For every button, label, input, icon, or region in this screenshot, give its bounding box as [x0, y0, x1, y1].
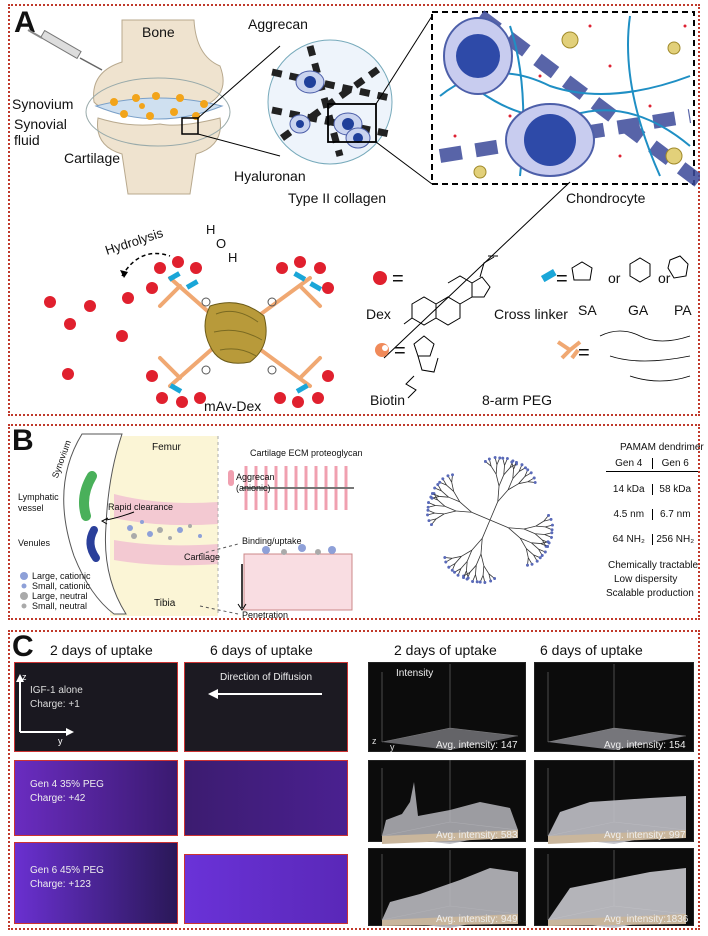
- table-cell: 14 kDa: [606, 484, 653, 495]
- avg-igf-6d: Avg. intensity: 154: [604, 740, 686, 751]
- syringe-icon: [27, 29, 103, 71]
- avg-gen6-2d: Avg. intensity: 949: [436, 914, 518, 925]
- legend-large-cationic: Large, cationic: [32, 571, 91, 581]
- direction-arrow: [208, 689, 322, 699]
- label-collagen: Type II collagen: [288, 190, 387, 206]
- prop-dispersity: Low dispersity: [614, 574, 678, 585]
- panel-c-label: C: [12, 630, 34, 663]
- pamam-table: Gen 4 Gen 6 14 kDa 58 kDa 4.5 nm 6.7 nm …: [606, 458, 698, 545]
- label-cartilage-b: Cartilage: [184, 552, 221, 562]
- legend-or-2: or: [658, 270, 671, 286]
- label-pamam: PAMAM dendrimer: [620, 442, 704, 453]
- label-hyaluronan: Hyaluronan: [234, 168, 306, 184]
- table-row: 4.5 nm 6.7 nm: [606, 495, 698, 520]
- eq-peg: =: [578, 342, 590, 364]
- label-venules: Venules: [18, 538, 51, 548]
- legend-small-neutral: Small, neutral: [32, 601, 88, 611]
- legend-small-cationic: Small, cationic: [32, 581, 91, 591]
- table-header-row: Gen 4 Gen 6: [606, 458, 698, 472]
- zy-axes-icon: [16, 674, 74, 736]
- legend-sa: SA: [578, 302, 597, 318]
- panel-a: A: [8, 4, 700, 416]
- label-h2o-h2: H: [228, 250, 238, 265]
- micrograph-gen6-2d: [14, 842, 178, 924]
- panel-c: C 2 days of uptake 6 days of uptake 2 da…: [8, 630, 700, 930]
- micrograph-gen4-2d: [14, 760, 178, 836]
- table-header-gen4: Gen 4: [606, 458, 653, 469]
- label-chondrocyte: Chondrocyte: [566, 190, 646, 206]
- legend-large-neutral: Large, neutral: [32, 591, 88, 601]
- label-penetration: Penetration: [242, 610, 289, 620]
- table-row: 64 NH₂ 256 NH₂: [606, 520, 698, 545]
- legend-pa: PA: [674, 302, 692, 318]
- axis-y-label: y: [58, 736, 63, 746]
- avg-igf-2d: Avg. intensity: 147: [436, 740, 518, 751]
- label-synovium: Synovium: [12, 96, 74, 112]
- label-femur: Femur: [152, 442, 181, 453]
- label-tibia: Tibia: [154, 598, 176, 609]
- label-ecm: Cartilage ECM proteoglycan: [250, 448, 363, 458]
- eq-dex: =: [392, 268, 404, 290]
- label-direction: Direction of Diffusion: [220, 672, 313, 683]
- lower-bone: [97, 117, 221, 195]
- label-h2o-o: O: [216, 236, 227, 251]
- label-synovial-fluid: Synovial fluid: [14, 116, 67, 148]
- label-lymphatic: Lymphatic vessel: [18, 492, 59, 513]
- table-cell: 58 kDa: [659, 484, 692, 495]
- pamam-dendrimer: [426, 456, 554, 584]
- table-row: 14 kDa 58 kDa: [606, 472, 698, 495]
- avg-gen6-6d: Avg. intensity:1836: [604, 914, 689, 925]
- mav-dex-complex: [44, 252, 334, 408]
- left-head-2days: 2 days of uptake: [50, 642, 153, 658]
- axis3d-z-label: z: [372, 736, 377, 746]
- micrograph-igf-2d: [14, 662, 178, 752]
- avg-gen4-6d: Avg. intensity: 997: [604, 830, 686, 841]
- surface-plots-overlay: [381, 664, 687, 928]
- label-bone: Bone: [142, 24, 175, 40]
- legend-or-1: or: [608, 270, 621, 286]
- axis-z-label: z: [22, 672, 27, 682]
- legend-crosslinker: Cross linker: [494, 306, 568, 322]
- joint-illustration: [27, 10, 700, 408]
- knee-diagram: [20, 433, 354, 616]
- eq-crosslinker: =: [556, 268, 568, 290]
- label-h2o-h1: H: [206, 222, 216, 237]
- label-intensity: Intensity: [396, 668, 434, 679]
- micrograph-igf-6d: [184, 662, 348, 752]
- panel-b: B: [8, 424, 704, 620]
- panel-b-label: B: [12, 424, 34, 457]
- legend-dex: Dex: [366, 306, 391, 322]
- axis3d-y-label: y: [390, 742, 395, 752]
- label-mav-dex: mAv-Dex: [204, 398, 262, 414]
- proteoglycan-drawing: [228, 460, 354, 611]
- right-head-6days: 6 days of uptake: [540, 642, 643, 658]
- label-aggrecan: Aggrecan: [248, 16, 308, 32]
- left-head-6days: 6 days of uptake: [210, 642, 313, 658]
- prop-tractable: Chemically tractable: [608, 560, 699, 571]
- label-aggrecan-anionic: Aggrecan (anionic): [236, 472, 275, 493]
- eq-biotin: =: [394, 340, 406, 362]
- avg-gen4-2d: Avg. intensity: 583: [436, 830, 518, 841]
- right-head-2days: 2 days of uptake: [394, 642, 497, 658]
- label-rapid-clearance: Rapid clearance: [108, 502, 174, 512]
- table-cell: 6.7 nm: [659, 509, 691, 520]
- label-cartilage: Cartilage: [64, 150, 121, 166]
- table-header-gen6: Gen 6: [661, 458, 689, 469]
- row-label-igf: IGF-1 alone Charge: +1: [30, 685, 83, 710]
- micrograph-gen4-6d: [184, 760, 348, 836]
- micrograph-gen6-6d: [184, 854, 348, 924]
- legend-ga: GA: [628, 302, 649, 318]
- table-cell: 256 NH₂: [656, 534, 695, 545]
- legend-peg: 8-arm PEG: [482, 392, 553, 408]
- row-label-gen6: Gen 6 45% PEG Charge: +123: [30, 865, 104, 890]
- table-cell: 64 NH₂: [606, 534, 653, 545]
- label-binding: Binding/uptake: [242, 536, 302, 546]
- row-label-gen4: Gen 4 35% PEG Charge: +42: [30, 779, 104, 804]
- prop-scalable: Scalable production: [606, 588, 694, 599]
- legend-biotin: Biotin: [370, 392, 406, 408]
- table-cell: 4.5 nm: [606, 509, 653, 520]
